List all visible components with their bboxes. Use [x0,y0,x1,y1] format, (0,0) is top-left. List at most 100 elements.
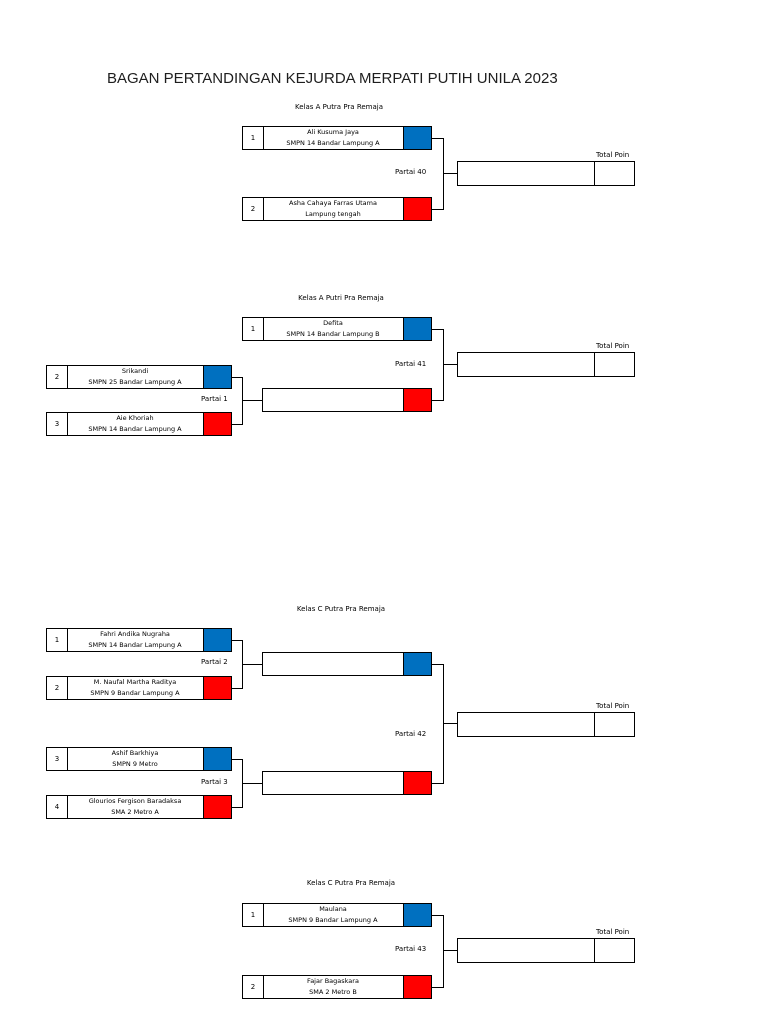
page-title: BAGAN PERTANDINGAN KEJURDA MERPATI PUTIH… [107,70,558,87]
corner-blue [203,629,231,651]
total-poin-box [595,161,635,186]
winner-box [457,938,595,963]
corner-blue [403,904,431,926]
athlete-name: Ashif Barkhiya [111,749,159,757]
advance-box [262,771,432,795]
entry-names: Ashif Barkhiya SMPN 9 Metro [67,748,203,770]
team-name: SMPN 9 Bandar Lampung A [90,689,180,697]
corner-red [403,772,431,794]
athlete-name: Glourios Fergison Baradaksa [88,797,182,805]
entry-box: 2 Srikandi SMPN 25 Bandar Lampung A [46,365,232,389]
connector-line [232,688,243,689]
total-poin-label: Total Poin [596,928,630,936]
team-name: SMPN 9 Metro [112,760,158,768]
entry-names: M. Naufal Martha Raditya SMPN 9 Bandar L… [67,677,203,699]
class-title: Kelas A Putra Pra Remaja [294,103,384,111]
match-label: Partai 3 [201,778,228,786]
class-title: Kelas C Putra Pra Remaja [296,605,386,613]
connector-line [444,364,457,365]
entry-names: Glourios Fergison Baradaksa SMA 2 Metro … [67,796,203,818]
match-label: Partai 43 [395,945,427,953]
entry-box: 1 Fahri Andika Nugraha SMPN 14 Bandar La… [46,628,232,652]
winner-box [457,161,595,186]
corner-red [203,677,231,699]
connector-line [243,400,262,401]
advance-box [262,388,432,412]
seed-number: 2 [243,976,264,998]
total-poin-box [595,938,635,963]
athlete-name: Fajar Bagaskara [307,977,359,985]
connector-line [444,723,457,724]
team-name: Lampung tengah [305,210,361,218]
entry-names: Fajar Bagaskara SMA 2 Metro B [263,976,403,998]
connector-line [232,424,243,425]
match-label: Partai 41 [395,360,427,368]
connector-line [432,209,444,210]
team-name: SMA 2 Metro A [111,808,159,816]
total-poin-box [595,352,635,377]
connector-line [432,915,444,916]
corner-blue [203,366,231,388]
seed-number: 3 [47,748,68,770]
connector-line [443,915,444,988]
connector-line [443,329,444,401]
connector-line [243,783,262,784]
athlete-name: M. Naufal Martha Raditya [93,678,177,686]
seed-number: 2 [47,677,68,699]
seed-number: 1 [243,127,264,149]
seed-number: 1 [243,318,264,340]
corner-red [403,976,431,998]
entry-names: Fahri Andika Nugraha SMPN 14 Bandar Lamp… [67,629,203,651]
team-name: SMPN 9 Bandar Lampung A [288,916,378,924]
connector-line [443,138,444,210]
entry-box: 2 Asha Cahaya Farras Utama Lampung tenga… [242,197,432,221]
seed-number: 2 [47,366,68,388]
entry-box: 3 Aie Khoriah SMPN 14 Bandar Lampung A [46,412,232,436]
corner-blue [403,653,431,675]
corner-red [403,198,431,220]
entry-box: 1 Maulana SMPN 9 Bandar Lampung A [242,903,432,927]
seed-number: 2 [243,198,264,220]
connector-line [432,138,444,139]
class-title: Kelas A Putri Pra Remaja [298,294,384,302]
total-poin-box [595,712,635,737]
team-name: SMPN 14 Bandar Lampung A [88,425,182,433]
connector-line [232,807,243,808]
seed-number: 1 [243,904,264,926]
winner-box [457,352,595,377]
entry-names: Defita SMPN 14 Bandar Lampung B [263,318,403,340]
corner-red [203,796,231,818]
connector-line [242,640,243,689]
connector-line [443,664,444,784]
athlete-name: Aie Khoriah [116,414,154,422]
total-poin-label: Total Poin [596,342,630,350]
corner-blue [203,748,231,770]
connector-line [432,783,444,784]
team-name: SMA 2 Metro B [309,988,357,996]
connector-line [432,664,444,665]
seed-number: 3 [47,413,68,435]
athlete-name: Defita [323,319,343,327]
match-label: Partai 1 [201,395,228,403]
athlete-name: Srikandi [121,367,149,375]
entry-names: Asha Cahaya Farras Utama Lampung tengah [263,198,403,220]
corner-red [403,389,431,411]
connector-line [432,329,444,330]
entry-box: 2 M. Naufal Martha Raditya SMPN 9 Bandar… [46,676,232,700]
match-label: Partai 2 [201,658,228,666]
total-poin-label: Total Poin [596,151,630,159]
entry-names: Srikandi SMPN 25 Bandar Lampung A [67,366,203,388]
athlete-name: Ali Kusuma Jaya [307,128,359,136]
seed-number: 4 [47,796,68,818]
athlete-name: Fahri Andika Nugraha [100,630,170,638]
total-poin-label: Total Poin [596,702,630,710]
winner-box [457,712,595,737]
corner-blue [403,127,431,149]
entry-box: 1 Defita SMPN 14 Bandar Lampung B [242,317,432,341]
connector-line [432,987,444,988]
seed-number: 1 [47,629,68,651]
corner-red [203,413,231,435]
athlete-name: Maulana [319,905,347,913]
team-name: SMPN 14 Bandar Lampung A [88,641,182,649]
